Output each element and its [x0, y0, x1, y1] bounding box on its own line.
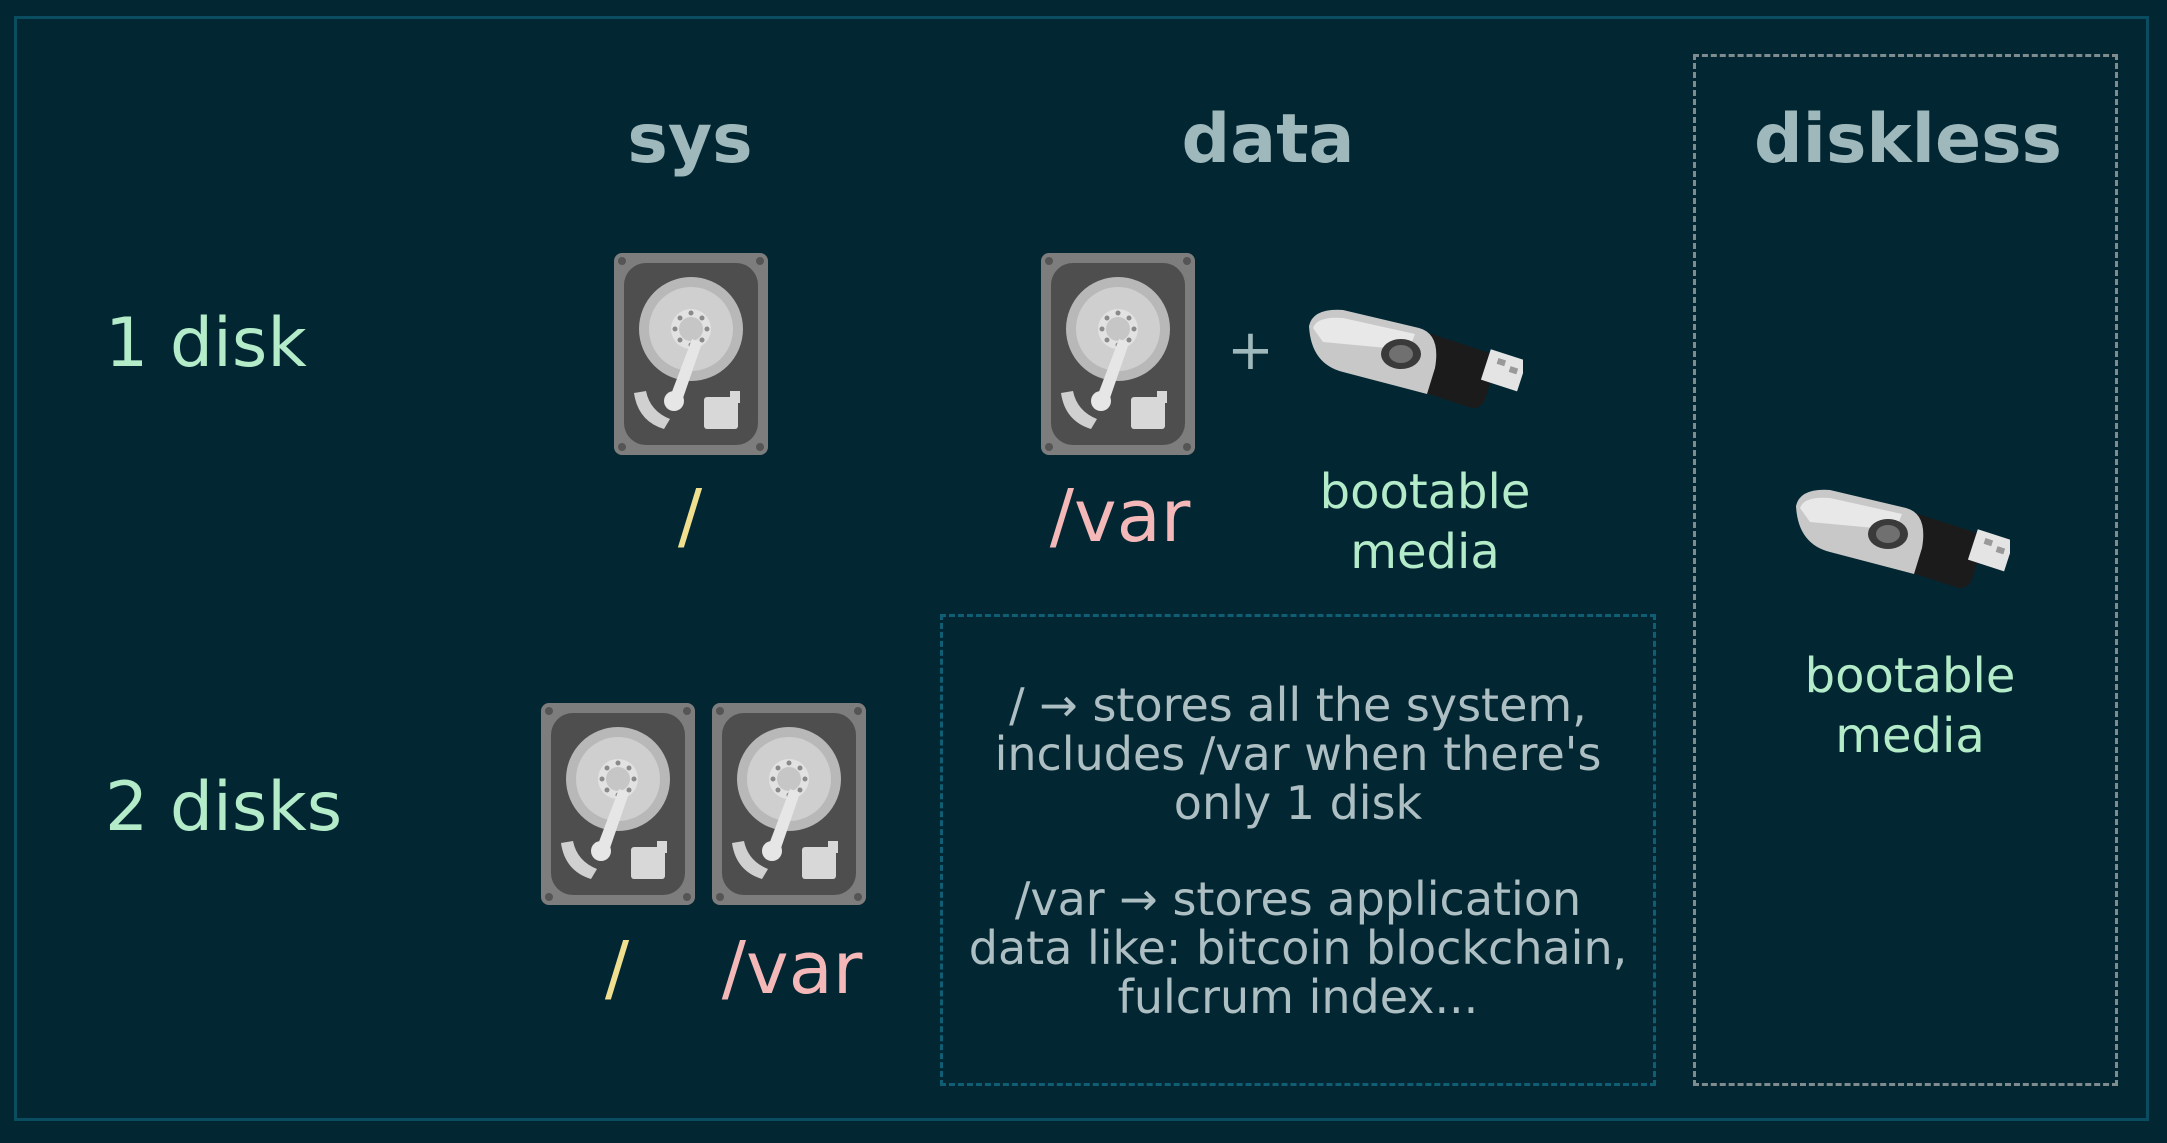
note-var-description: /var → stores application data like: bit… — [943, 875, 1653, 1022]
column-heading-sys: sys — [627, 100, 753, 179]
path-var-label: /var — [721, 926, 863, 1010]
note-line: fulcrum index... — [1117, 970, 1479, 1024]
hard-drive-icon — [614, 253, 768, 455]
caption-line: bootable — [1804, 648, 2016, 704]
caption-line: bootable — [1319, 464, 1531, 520]
note-line: includes /var when there's — [994, 727, 1602, 781]
bootable-media-caption: bootable media — [1805, 646, 2016, 766]
hard-drive-icon — [541, 703, 695, 905]
usb-stick-icon — [1796, 489, 2010, 592]
hard-drive-icon — [1041, 253, 1195, 455]
slide-frame — [14, 16, 2149, 1121]
plus-sign: + — [1227, 318, 1274, 383]
note-root-description: / → stores all the system, includes /var… — [943, 681, 1653, 828]
note-line: only 1 disk — [1173, 776, 1423, 830]
diskless-column-box — [1693, 54, 2118, 1086]
bootable-media-caption: bootable media — [1320, 462, 1531, 582]
row-label-1-disk: 1 disk — [105, 304, 307, 383]
row-label-2-disks: 2 disks — [105, 768, 343, 847]
column-heading-data: data — [1181, 100, 1355, 179]
path-root-label: / — [604, 926, 630, 1010]
caption-line: media — [1350, 524, 1500, 580]
column-heading-diskless: diskless — [1753, 100, 2063, 179]
caption-line: media — [1835, 708, 1985, 764]
usb-stick-icon — [1309, 309, 1523, 412]
explanation-note-box: / → stores all the system, includes /var… — [940, 614, 1656, 1086]
hard-drive-icon — [712, 703, 866, 905]
note-line: / → stores all the system, — [1009, 678, 1587, 732]
note-line: data like: bitcoin blockchain, — [968, 921, 1628, 975]
path-var-label: /var — [1049, 474, 1191, 558]
note-line: /var → stores application — [1014, 872, 1582, 926]
path-root-label: / — [677, 474, 703, 558]
